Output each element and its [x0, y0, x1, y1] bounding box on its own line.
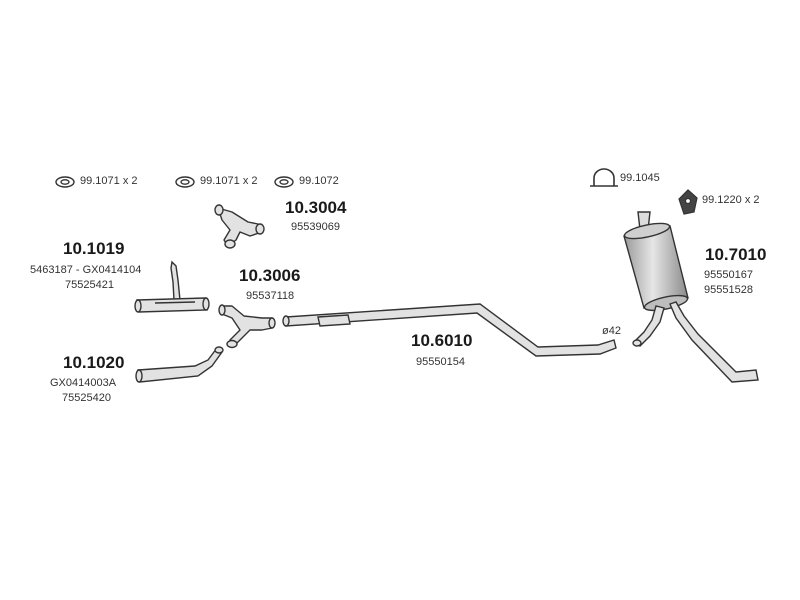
part-number: 10.3006 [239, 266, 301, 285]
part-number: 10.6010 [411, 331, 473, 350]
part-reference: GX0414003A [50, 377, 117, 389]
clamp-ring-icon [175, 176, 195, 188]
accessory-label: 99.1220 x 2 [702, 194, 760, 206]
accessory-label: 99.1072 [299, 175, 339, 187]
part-reference: 75525420 [62, 392, 111, 404]
accessory-label: 99.1071 x 2 [200, 175, 258, 187]
part-reference: 95551528 [704, 284, 753, 296]
y-pipe-part-icon [218, 304, 276, 349]
diameter-label: ø42 [602, 325, 621, 337]
part-number: 10.1020 [63, 353, 125, 372]
part-number: 10.1019 [63, 239, 125, 258]
accessory-label: 99.1071 x 2 [80, 175, 138, 187]
part-reference: 95550154 [416, 356, 465, 368]
y-pipe-part-icon [214, 204, 265, 249]
rear-muffler-part-icon [623, 211, 759, 383]
part-number: 10.3004 [285, 198, 347, 217]
rubber-hanger-icon [678, 189, 698, 215]
part-reference: 95550167 [704, 269, 753, 281]
part-reference: 95537118 [246, 290, 295, 302]
part-reference: 95539069 [291, 221, 340, 233]
part-reference: 5463187 - GX0414104 [30, 264, 142, 276]
clamp-ring-icon [55, 176, 75, 188]
u-bolt-clamp-icon [590, 168, 618, 187]
middle-pipe-part-icon [282, 303, 617, 357]
clamp-ring-icon [274, 176, 294, 188]
accessory-label: 99.1045 [620, 172, 660, 184]
intermediate-pipe-part-icon [135, 346, 224, 383]
front-pipe-part-icon [134, 260, 210, 313]
part-number: 10.7010 [705, 245, 767, 264]
part-reference: 75525421 [65, 279, 114, 291]
